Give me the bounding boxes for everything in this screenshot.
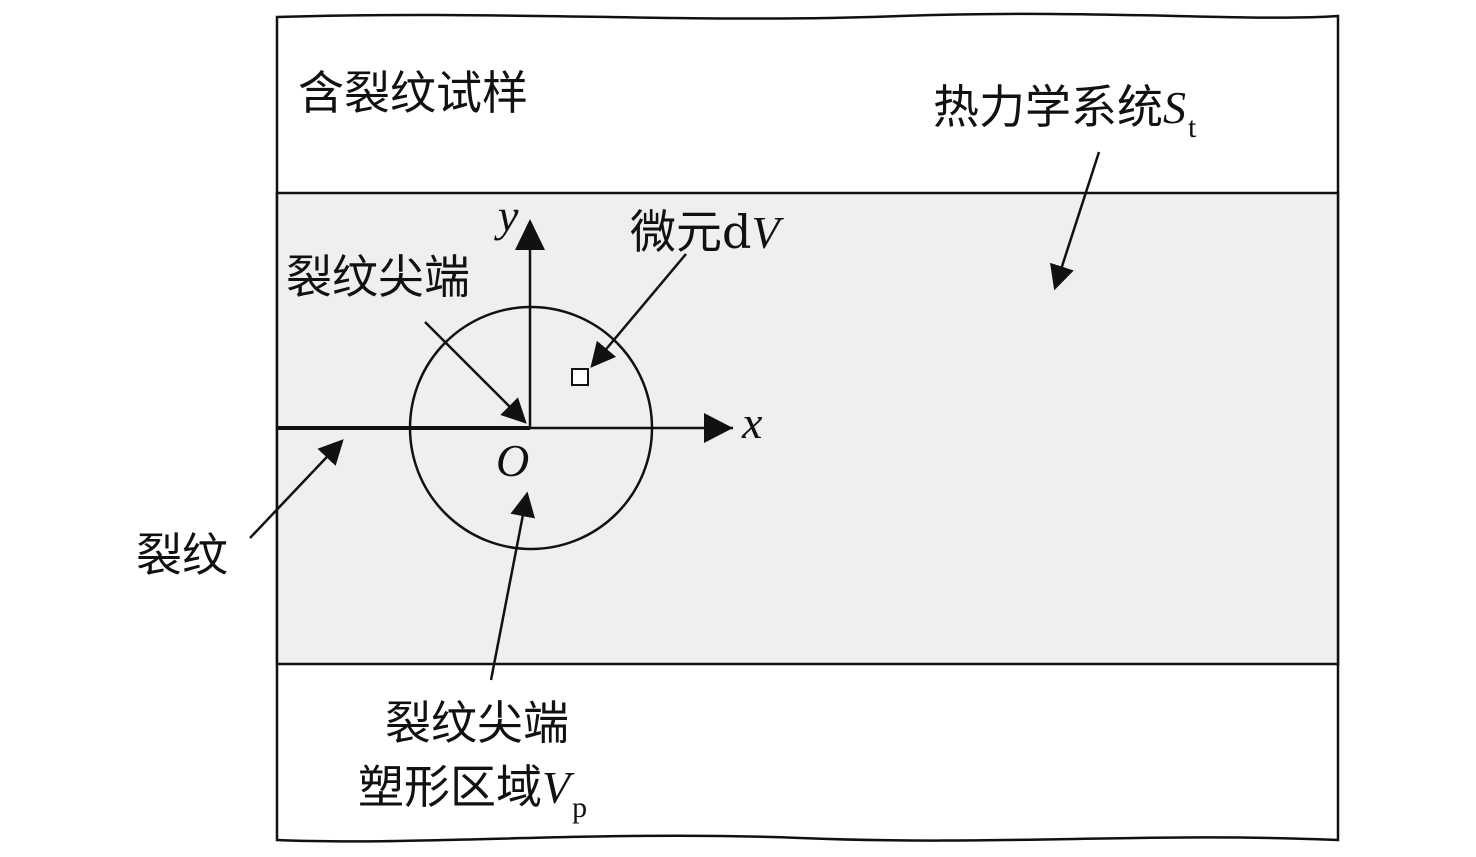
crack-tip-label: 裂纹尖端 — [286, 254, 470, 300]
y-axis-label: y — [498, 190, 519, 241]
plastic-zone-label-line1-text: 裂纹尖端 — [385, 696, 569, 750]
micro-element-label: 微元dV — [630, 209, 780, 256]
specimen-label: 含裂纹试样 — [298, 70, 528, 116]
x-axis-arrowhead — [704, 413, 733, 443]
plastic-zone-symbol: V — [542, 762, 571, 813]
thermo-system-symbol: S — [1163, 82, 1186, 133]
plastic-zone-circle — [408, 305, 654, 551]
thermo-system-arrow — [1050, 151, 1101, 291]
plastic-zone-label-line2-text: 塑形区域 — [358, 760, 542, 814]
thermo-system-label-text: 热力学系统 — [933, 80, 1163, 134]
thermo-system-subscript: t — [1188, 111, 1197, 144]
micro-element-label-text: 微元d — [630, 205, 752, 259]
micro-element-square — [571, 368, 589, 386]
plastic-zone-label-line2: 塑形区域Vp — [358, 762, 587, 823]
micro-element-symbol: V — [751, 207, 780, 258]
crack-tip-label-text: 裂纹尖端 — [286, 250, 470, 304]
x-axis-label: x — [742, 397, 763, 448]
plastic-zone-arrow — [489, 491, 535, 681]
crack-arrow — [249, 439, 344, 539]
crack-label: 裂纹 — [136, 532, 228, 578]
crack-label-text: 裂纹 — [136, 528, 228, 582]
plastic-zone-subscript: p — [572, 791, 588, 824]
y-axis-arrowhead — [515, 219, 545, 250]
specimen-label-text: 含裂纹试样 — [298, 66, 528, 120]
thermo-system-label: 热力学系统St — [933, 82, 1196, 143]
micro-element-arrow — [590, 253, 687, 368]
plastic-zone-label-line1: 裂纹尖端 — [385, 700, 569, 746]
crack-tip-arrow — [424, 321, 527, 424]
origin-label: O — [496, 435, 530, 486]
